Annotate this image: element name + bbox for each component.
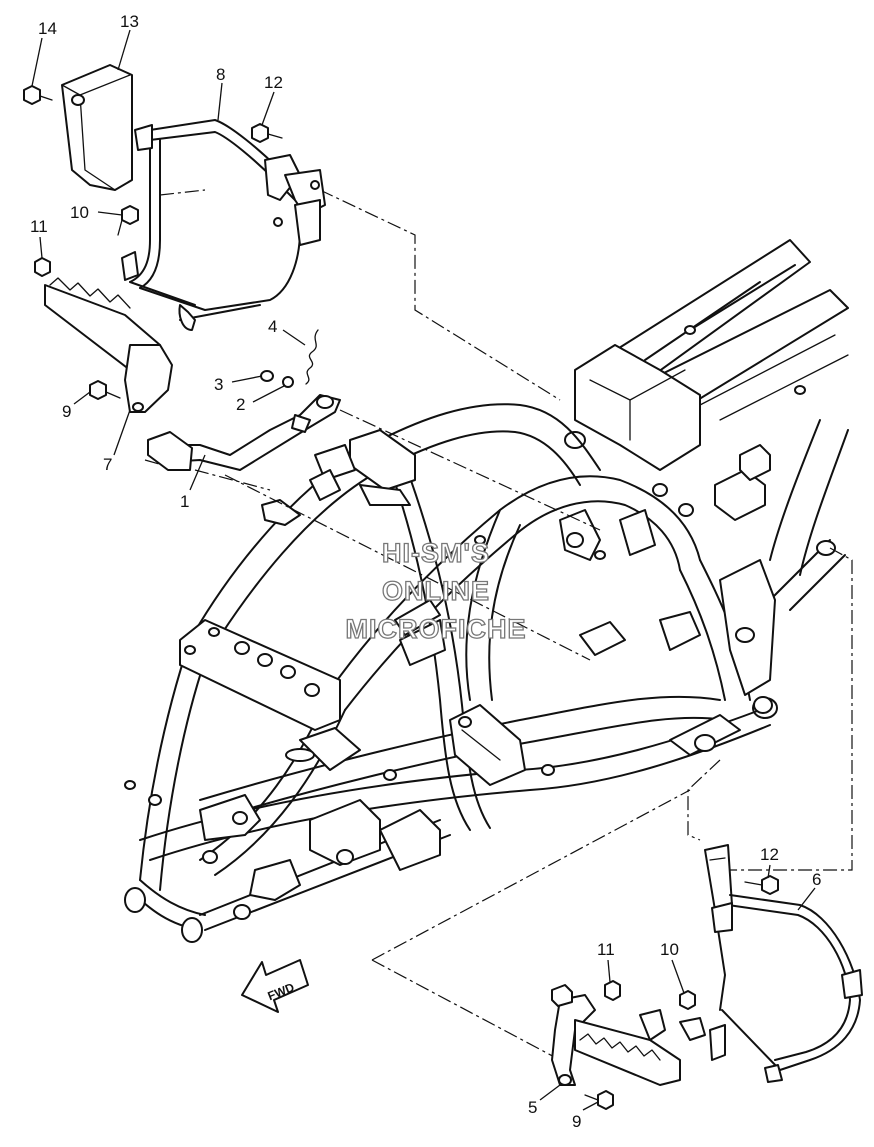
watermark-line-3: MICROFICHE xyxy=(346,614,527,644)
callout-12-top: 12 xyxy=(264,73,283,92)
callout-10-top: 10 xyxy=(70,203,89,222)
callout-13: 13 xyxy=(120,12,139,31)
callout-11-top: 11 xyxy=(30,217,48,236)
fasteners-upper xyxy=(23,85,319,400)
callout-leaders xyxy=(31,29,816,1111)
watermark-line-1: HI-SM'S xyxy=(382,538,490,568)
callout-14: 14 xyxy=(38,19,57,38)
callout-3: 3 xyxy=(214,375,223,394)
callout-6: 6 xyxy=(812,870,821,889)
callout-1: 1 xyxy=(180,492,189,511)
part-1-brake-pedal xyxy=(147,394,341,471)
part-8-guard-bracket xyxy=(121,119,326,331)
callout-9-top: 9 xyxy=(62,402,71,421)
part-13-guard-plate xyxy=(61,64,133,191)
callout-numbers: 14 13 8 12 10 11 4 3 2 9 7 1 12 6 11 10 … xyxy=(30,12,821,1131)
callout-11-bottom: 11 xyxy=(597,940,615,959)
part-6-guard-bracket-lower xyxy=(704,844,863,1083)
callout-8: 8 xyxy=(216,65,225,84)
callout-10-bottom: 10 xyxy=(660,940,679,959)
assembly-guide-lines xyxy=(144,189,853,1061)
callout-5: 5 xyxy=(528,1098,537,1117)
callout-4: 4 xyxy=(268,317,277,336)
watermark-line-2: ONLINE xyxy=(382,576,490,606)
callout-9-bottom: 9 xyxy=(572,1112,581,1131)
frame-assembly xyxy=(124,239,849,943)
part-5-footrest-lower xyxy=(551,875,779,1110)
part-7-footrest-upper xyxy=(44,277,173,413)
callout-2: 2 xyxy=(236,395,245,414)
callout-7: 7 xyxy=(103,455,112,474)
callout-12-bottom: 12 xyxy=(760,845,779,864)
watermark: HI-SM'S ONLINE MICROFICHE xyxy=(345,537,527,644)
fwd-direction-arrow: FWD xyxy=(241,959,309,1013)
